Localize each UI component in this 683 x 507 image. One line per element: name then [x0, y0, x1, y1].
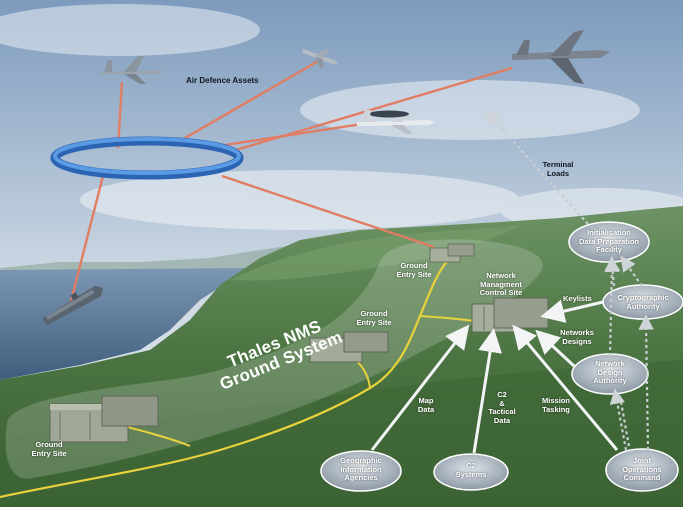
fighter-jet-icon — [100, 56, 164, 84]
clouds — [0, 4, 683, 232]
ground-station-shelter-icon — [429, 243, 475, 263]
ring-network-icon — [50, 136, 244, 180]
label-initialisation-facility: Initialisation Data Preparation Facility — [578, 228, 640, 255]
node-c2-systems — [433, 453, 509, 491]
data-flow-arrows — [370, 299, 619, 454]
ground-station-shelter-icon — [471, 297, 549, 333]
label-c2-tactical-data: C2 & Tactical Data — [488, 390, 516, 425]
label-network-management-control-site: Network Managment Control Site — [479, 271, 523, 298]
awacs-aircraft-icon — [357, 110, 435, 134]
ground-station-shelter-icon — [49, 395, 159, 443]
label-joint-operations-command: Joint Operations Command — [622, 456, 662, 483]
radio-links — [68, 58, 513, 306]
ground-station-shelter-icon — [309, 331, 389, 363]
dashed-arrows — [484, 110, 654, 453]
label-network-design-authority: Network Design Authority — [593, 359, 627, 386]
label-air-defence-assets: Air Defence Assets — [186, 76, 259, 85]
label-geographic-information-agencies: Geographic Information Agencies — [340, 456, 382, 483]
fighter-jet-icon — [512, 30, 610, 84]
node-geographic-information-agencies — [320, 450, 402, 492]
node-joint-operations-command — [605, 448, 679, 492]
fighter-jet-icon — [301, 48, 339, 70]
aircraft-carrier-icon — [42, 285, 104, 326]
ground-link-line — [0, 257, 451, 499]
sea — [0, 268, 250, 380]
label-keylists: Keylists — [563, 294, 592, 303]
